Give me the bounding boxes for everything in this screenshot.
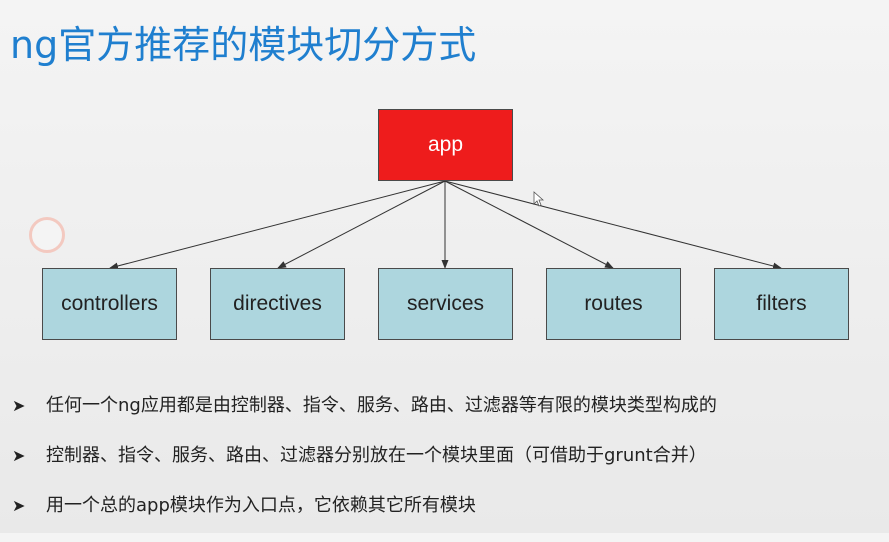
cursor-highlight-circle xyxy=(29,217,65,253)
bullet-arrow-icon: ➤ xyxy=(12,446,26,465)
bullet-text: 用一个总的app模块作为入口点，它依赖其它所有模块 xyxy=(46,495,476,516)
node-filters: filters xyxy=(714,268,849,340)
node-directives: directives xyxy=(210,268,345,340)
edge-app-directives xyxy=(277,180,446,269)
edge-app-filters xyxy=(444,180,782,270)
edge-app-controllers xyxy=(109,180,446,270)
bullet-item: ➤ 控制器、指令、服务、路由、过滤器分别放在一个模块里面（可借助于grunt合并） xyxy=(12,442,717,492)
slide-title: ng官方推荐的模块切分方式 xyxy=(10,23,477,67)
node-routes: routes xyxy=(546,268,681,340)
mouse-cursor-icon xyxy=(533,191,545,207)
bullet-item: ➤ 任何一个ng应用都是由控制器、指令、服务、路由、过滤器等有限的模块类型构成的 xyxy=(12,392,717,442)
edge-app-routes xyxy=(444,180,614,269)
bullet-arrow-icon: ➤ xyxy=(12,496,26,515)
node-services: services xyxy=(378,268,513,340)
bullet-item: ➤ 用一个总的app模块作为入口点，它依赖其它所有模块 xyxy=(12,492,717,542)
bullet-text: 控制器、指令、服务、路由、过滤器分别放在一个模块里面（可借助于grunt合并） xyxy=(46,445,707,466)
bullet-arrow-icon: ➤ xyxy=(12,396,26,415)
bullet-text: 任何一个ng应用都是由控制器、指令、服务、路由、过滤器等有限的模块类型构成的 xyxy=(46,395,717,416)
node-app: app xyxy=(378,109,513,181)
node-controllers: controllers xyxy=(42,268,177,340)
bullet-list: ➤任何一个ng应用都是由控制器、指令、服务、路由、过滤器等有限的模块类型构成的 … xyxy=(12,392,717,542)
